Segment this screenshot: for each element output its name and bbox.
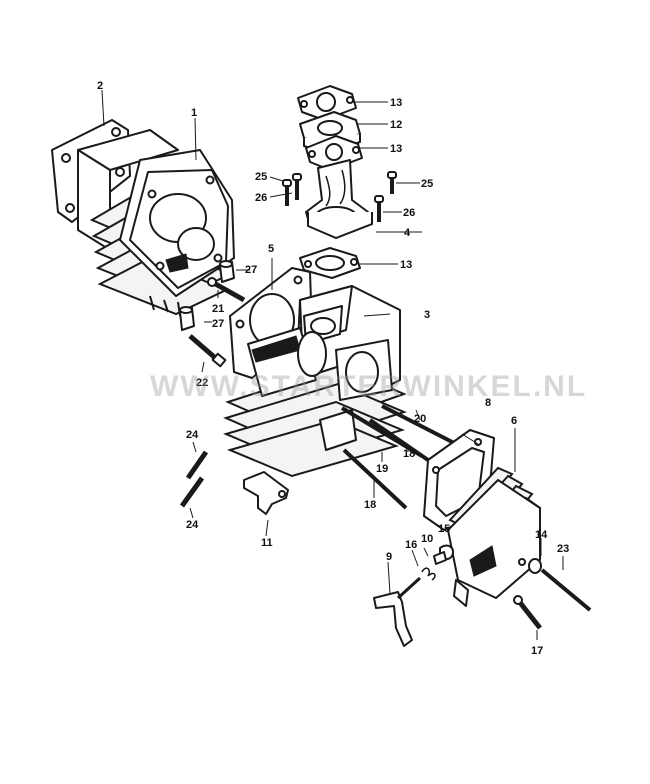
dowel-pin-lower-part [179, 306, 195, 331]
spring-16-part [421, 567, 436, 581]
bolt-25-left-part [282, 179, 292, 206]
callout-21: 21 [212, 303, 224, 315]
stud-bolt-20-part [381, 404, 461, 448]
callout-25-right: 25 [421, 178, 433, 190]
callout-2: 2 [97, 80, 103, 92]
callout-26-right: 26 [403, 207, 415, 219]
callout-5: 5 [268, 243, 274, 255]
callout-25-left: 25 [255, 171, 267, 183]
bolt-17-part [513, 595, 542, 630]
callout-18-upper: 18 [403, 448, 415, 460]
bolt-26-right-part [374, 195, 384, 222]
callout-19: 19 [376, 463, 388, 475]
bolt-22-part [188, 334, 227, 368]
bolt-23-part [540, 568, 592, 612]
callout-18-lower: 18 [364, 499, 376, 511]
callout-26-left: 26 [255, 192, 267, 204]
cylinder-part [77, 129, 235, 317]
dowel-pin-upper-part [219, 260, 235, 283]
callout-9: 9 [386, 551, 392, 563]
callout-17: 17 [531, 645, 543, 657]
intake-gasket-bottom-part [299, 247, 361, 279]
callout-24-lower: 24 [186, 519, 199, 531]
callout-11: 11 [261, 537, 273, 549]
callout-13-bottom: 13 [400, 259, 412, 271]
callout-12: 12 [390, 119, 402, 131]
cylinder-head-part [223, 285, 407, 478]
callout-6: 6 [511, 415, 517, 427]
callout-14: 14 [535, 529, 548, 541]
cylinder-head-cover-part [447, 466, 542, 607]
bolt-21-part [207, 277, 246, 303]
callout-27-upper: 27 [245, 264, 257, 276]
bolt-25-right-part [387, 171, 397, 194]
callout-15: 15 [438, 523, 450, 535]
stud-bolt-18-lower-part [342, 448, 408, 510]
bolt-26-left-part [292, 173, 302, 200]
intake-gasket-middle-part [305, 135, 363, 171]
clip-10-part [433, 551, 447, 565]
callout-13-middle: 13 [390, 143, 402, 155]
bracket-11-part [243, 471, 289, 515]
callout-22: 22 [196, 377, 208, 389]
callout-20: 20 [414, 413, 426, 425]
callout-3: 3 [424, 309, 430, 321]
callout-8: 8 [485, 397, 491, 409]
leader-lines [101, 89, 564, 640]
callout-27-lower: 27 [212, 318, 224, 330]
intake-gasket-top-part [297, 85, 357, 121]
callout-23: 23 [557, 543, 569, 555]
stud-bolt-18-upper-part [368, 418, 430, 462]
callout-1: 1 [191, 107, 197, 119]
callout-24-upper: 24 [186, 429, 199, 441]
washer-14-part [528, 558, 542, 574]
callout-16: 16 [405, 539, 417, 551]
callout-10: 10 [421, 533, 433, 545]
callout-13-top: 13 [390, 97, 402, 109]
stud-24-lower-part [179, 476, 205, 508]
callout-labels: 2 1 13 12 13 25 25 26 26 4 5 13 27 21 3 … [97, 80, 569, 657]
lever-9-part [373, 576, 422, 647]
stud-24-upper-part [185, 450, 209, 480]
callout-4: 4 [404, 227, 411, 239]
intake-pipe-part [305, 159, 373, 239]
